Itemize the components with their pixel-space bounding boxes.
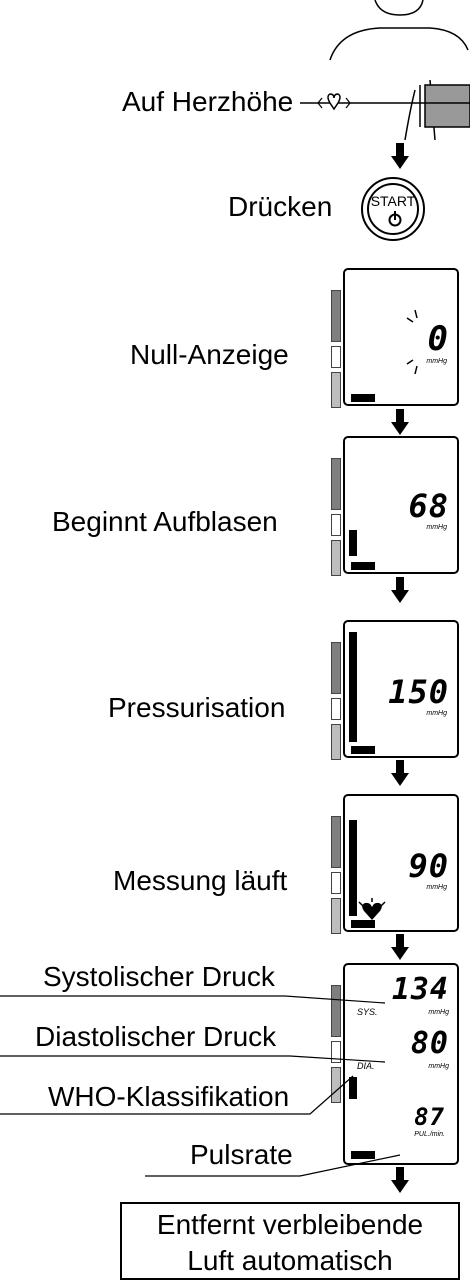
inflate-value: 68 bbox=[408, 487, 449, 525]
power-icon bbox=[388, 211, 402, 227]
zero-display-label: Null-Anzeige bbox=[130, 339, 289, 370]
heart-level-label: Auf Herzhöhe bbox=[122, 86, 294, 117]
final-step-box: Entfernt verbleibende Luft automatisch bbox=[120, 1202, 460, 1280]
measuring-label: Messung läuft bbox=[113, 865, 288, 896]
down-arrow-icon bbox=[391, 934, 409, 960]
down-arrow-icon bbox=[391, 1167, 409, 1193]
pulse-unit: PUL./min. bbox=[414, 1131, 445, 1138]
lcd-zero: 0 mmHg bbox=[343, 268, 459, 406]
who-indicator bbox=[349, 1077, 357, 1099]
who-bar-light bbox=[331, 1067, 341, 1103]
battery-icon bbox=[351, 562, 375, 570]
pressure-bar bbox=[349, 530, 357, 556]
arm-cuff-illustration bbox=[329, 0, 470, 141]
lcd-result: 134 SYS. mmHg 80 DIA. mmHg 87 PUL./min. bbox=[343, 963, 459, 1165]
who-bar-dark bbox=[331, 985, 341, 1037]
who-bar-dark bbox=[331, 642, 341, 694]
pressure-value: 150 bbox=[388, 673, 449, 711]
press-label: Drücken bbox=[228, 191, 333, 222]
who-bar-white bbox=[331, 1041, 341, 1063]
who-bar-dark bbox=[331, 816, 341, 868]
pressure-unit: mmHg bbox=[426, 710, 447, 717]
battery-icon bbox=[351, 1151, 375, 1159]
heart-icon bbox=[358, 898, 386, 920]
heart-icon bbox=[317, 93, 351, 111]
lcd-inflate: 68 mmHg bbox=[343, 436, 459, 574]
battery-icon bbox=[351, 920, 375, 928]
down-arrow-icon bbox=[391, 143, 409, 169]
blink-icon bbox=[406, 309, 418, 375]
lcd-measure: 90 mmHg bbox=[343, 794, 459, 932]
who-bar-white bbox=[331, 872, 341, 894]
zero-unit: mmHg bbox=[426, 358, 447, 365]
who-bar-light bbox=[331, 724, 341, 760]
lcd-pressure: 150 mmHg bbox=[343, 620, 459, 758]
inflation-start-label: Beginnt Aufblasen bbox=[52, 506, 278, 537]
who-bar-white bbox=[331, 698, 341, 720]
who-bar-dark bbox=[331, 458, 341, 510]
sys-unit: mmHg bbox=[428, 1009, 449, 1016]
diastolic-label: Diastolischer Druck bbox=[35, 1021, 277, 1052]
who-bar-white bbox=[331, 346, 341, 368]
who-bar-dark bbox=[331, 290, 341, 342]
dia-value: 80 bbox=[410, 1026, 449, 1061]
measure-value: 90 bbox=[408, 847, 449, 885]
sys-value: 134 bbox=[391, 972, 449, 1007]
start-button-label: START bbox=[370, 193, 416, 209]
pressurisation-label: Pressurisation bbox=[108, 692, 286, 723]
dia-label: DIA. bbox=[357, 1061, 375, 1071]
who-label: WHO-Klassifikation bbox=[48, 1081, 290, 1112]
pressure-bar bbox=[349, 632, 357, 742]
final-line-1: Entfernt verbleibende bbox=[156, 1209, 424, 1240]
systolic-label: Systolischer Druck bbox=[43, 961, 275, 992]
inflate-unit: mmHg bbox=[426, 524, 447, 531]
who-bar-light bbox=[331, 540, 341, 576]
pulse-value: 87 bbox=[414, 1103, 445, 1131]
measure-unit: mmHg bbox=[426, 884, 447, 891]
pulse-label: Pulsrate bbox=[190, 1139, 293, 1170]
who-bar-light bbox=[331, 898, 341, 934]
zero-value: 0 bbox=[427, 319, 449, 359]
down-arrow-icon bbox=[391, 760, 409, 786]
who-bar-white bbox=[331, 514, 341, 536]
down-arrow-icon bbox=[391, 409, 409, 435]
start-button[interactable]: START bbox=[361, 177, 425, 241]
final-line-2: Luft automatisch bbox=[187, 1245, 393, 1276]
battery-icon bbox=[351, 746, 375, 754]
heart-level-line bbox=[300, 93, 470, 111]
battery-icon bbox=[351, 394, 375, 402]
who-bar-light bbox=[331, 372, 341, 408]
pressure-bar bbox=[349, 820, 357, 916]
sys-label: SYS. bbox=[357, 1007, 378, 1017]
dia-unit: mmHg bbox=[428, 1063, 449, 1070]
down-arrow-icon bbox=[391, 577, 409, 603]
